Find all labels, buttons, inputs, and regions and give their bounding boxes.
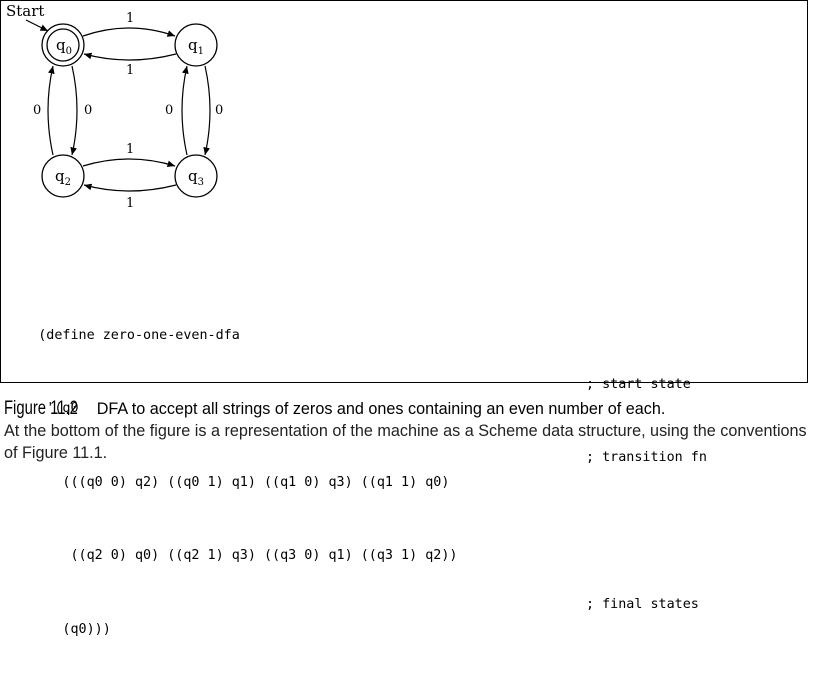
- edge-label-q0-q2: 0: [84, 103, 92, 118]
- edge-label-q2-q0: 0: [33, 103, 41, 118]
- start-label: Start: [6, 2, 44, 20]
- edge-label-q0-q1: 1: [126, 11, 134, 26]
- code-text: ((q2 0) q0) ((q2 1) q3) ((q3 0) q1) ((q3…: [38, 548, 458, 563]
- edge-label-q2-q3: 1: [126, 142, 134, 157]
- code-text: '(q0: [38, 401, 79, 416]
- edge-q1-q0: [83, 52, 177, 61]
- figure-title: DFA to accept all strings of zeros and o…: [96, 400, 666, 418]
- code-line: (define zero-one-even-dfa: [6, 299, 457, 343]
- state-q1: q1: [174, 23, 218, 67]
- code-comment: ; start state: [586, 376, 691, 392]
- state-q0: q0: [41, 23, 85, 67]
- code-line: '(q0 ; start state: [6, 373, 691, 417]
- edge-label-q3-q2: 1: [126, 196, 134, 211]
- svg-text:q3: q3: [188, 167, 204, 188]
- svg-text:q2: q2: [55, 167, 71, 188]
- edge-q2-q3: [82, 158, 176, 168]
- code-text: (q0))): [38, 621, 111, 637]
- code-text: (define zero-one-even-dfa: [38, 327, 240, 343]
- svg-text:q0: q0: [56, 36, 72, 57]
- code-line: (q0))) ; final states: [6, 593, 698, 637]
- edge-q0-q1: [82, 27, 176, 37]
- svg-text:q1: q1: [188, 36, 204, 57]
- edge-label-q1-q3: 0: [215, 103, 223, 118]
- edge-label-q3-q1: 0: [165, 103, 173, 118]
- code-text: (((q0 0) q2) ((q0 1) q1) ((q1 0) q3) ((q…: [38, 474, 450, 490]
- code-comment: ; transition fn: [586, 450, 707, 465]
- caption-body: At the bottom of the figure is a represe…: [4, 422, 807, 462]
- figure-caption: Figure 11.2 DFA to accept all strings of …: [4, 398, 810, 464]
- dfa-diagram: Start q0 q1 q2 q3 1 1 0 0 0 0 1 1: [6, 2, 223, 211]
- state-q3: q3: [174, 154, 218, 198]
- figure-label: Figure 11.2: [4, 398, 78, 419]
- code-comment: ; final states: [586, 597, 699, 612]
- edge-label-q1-q0: 1: [126, 63, 134, 78]
- code-line: ((q2 0) q0) ((q2 1) q3) ((q3 0) q1) ((q3…: [6, 520, 457, 563]
- start-arrow: [25, 19, 49, 32]
- edge-q1-q3: [203, 65, 211, 156]
- edge-q3-q1: [181, 65, 189, 156]
- edge-q0-q2: [70, 65, 78, 156]
- code-line: (((q0 0) q2) ((q0 1) q1) ((q1 0) q3) ((q…: [6, 446, 707, 490]
- state-q2: q2: [41, 154, 85, 198]
- edge-q3-q2: [83, 183, 177, 192]
- edge-q2-q0: [47, 65, 55, 156]
